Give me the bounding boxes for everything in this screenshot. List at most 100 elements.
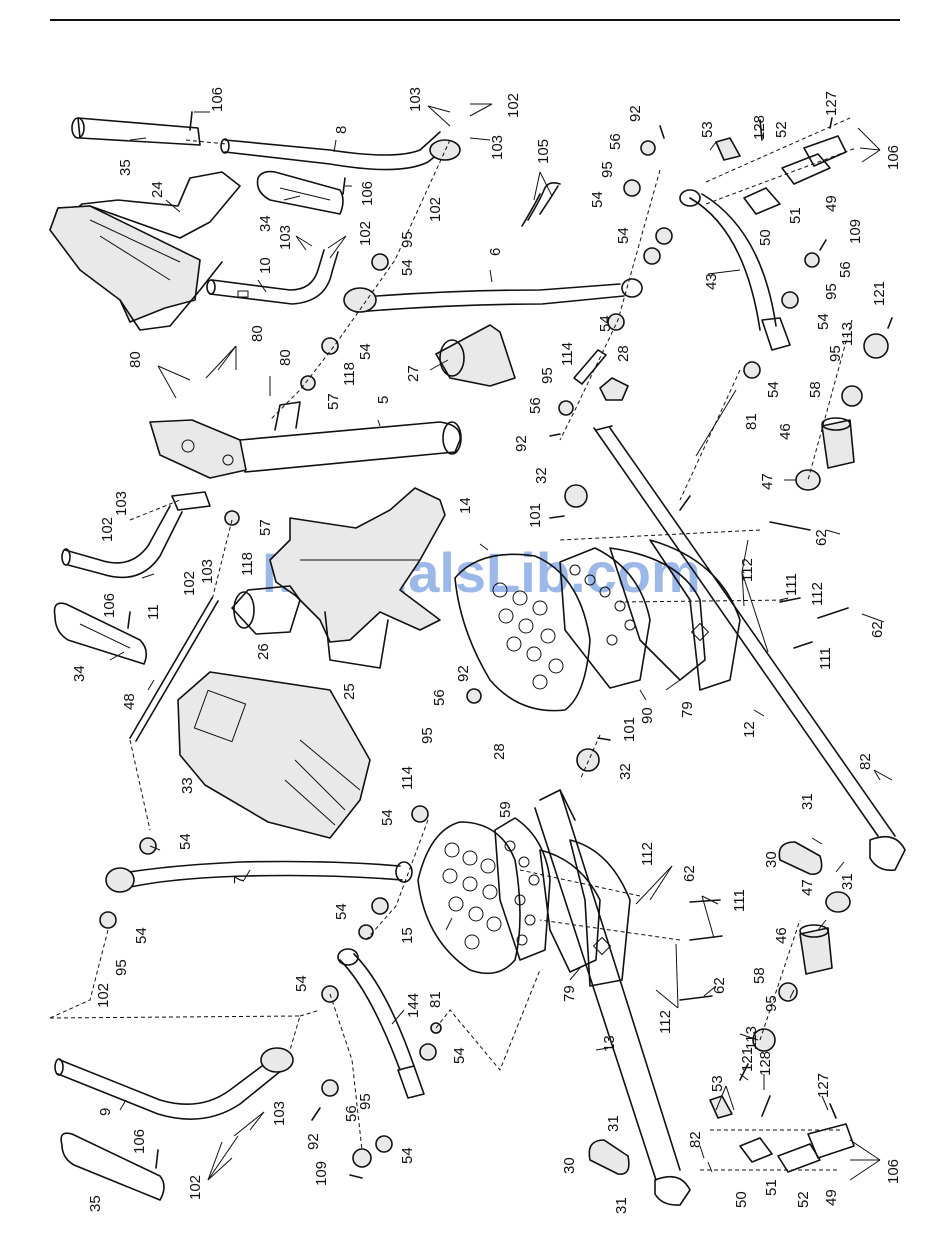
- label-31: 31: [839, 873, 856, 890]
- arm-tube-144: [337, 948, 425, 1099]
- label-14: 14: [457, 497, 474, 514]
- label-57: 57: [325, 393, 342, 410]
- label-82: 82: [687, 1131, 704, 1148]
- label-54: 54: [815, 313, 832, 330]
- label-95: 95: [827, 345, 844, 362]
- label-106: 106: [885, 145, 902, 170]
- pedal-pad-90: [559, 547, 651, 689]
- label-30: 30: [763, 851, 780, 868]
- label-54: 54: [615, 227, 632, 244]
- label-102: 102: [505, 93, 522, 118]
- label-49: 49: [823, 195, 840, 212]
- label-54: 54: [589, 191, 606, 208]
- label-31: 31: [613, 1197, 630, 1214]
- label-54: 54: [597, 315, 614, 332]
- label-54: 54: [293, 975, 310, 992]
- label-106: 106: [885, 1159, 902, 1184]
- label-54: 54: [133, 927, 150, 944]
- shroud-26: [231, 585, 301, 635]
- label-95: 95: [823, 283, 840, 300]
- label-49: 49: [823, 1189, 840, 1206]
- label-58: 58: [751, 967, 768, 984]
- label-106: 106: [209, 87, 226, 112]
- end-cap-30-top: [778, 841, 823, 875]
- label-112: 112: [657, 1010, 674, 1034]
- grip-cover-34-left: [53, 602, 148, 665]
- label-15: 15: [399, 927, 416, 944]
- label-51: 51: [787, 207, 804, 224]
- label-95: 95: [419, 727, 436, 744]
- label-112: 112: [739, 558, 756, 582]
- label-56: 56: [527, 397, 544, 414]
- label-27: 27: [405, 365, 422, 382]
- label-95: 95: [399, 231, 416, 248]
- label-92: 92: [455, 665, 472, 682]
- frame-body-25: [269, 487, 446, 669]
- label-81: 81: [743, 413, 760, 430]
- label-50: 50: [733, 1191, 750, 1208]
- foot-pedal-15: [417, 821, 521, 975]
- label-111: 111: [783, 573, 800, 596]
- label-48: 48: [121, 693, 138, 710]
- end-cap-30-bottom: [588, 1139, 630, 1175]
- foot-pedal-14: [454, 553, 591, 712]
- axle-114-top: [573, 349, 607, 385]
- label-56: 56: [607, 133, 624, 150]
- label-24: 24: [149, 181, 166, 198]
- label-95: 95: [599, 161, 616, 178]
- label-54: 54: [379, 809, 396, 826]
- arm-tube-6: [343, 278, 643, 313]
- label-11: 11: [145, 604, 162, 620]
- label-46: 46: [777, 423, 794, 440]
- label-102: 102: [95, 983, 112, 1008]
- rail-13: [534, 789, 681, 1181]
- label-52: 52: [795, 1191, 812, 1208]
- label-47: 47: [799, 879, 816, 896]
- label-128: 128: [757, 1051, 774, 1076]
- label-56: 56: [837, 261, 854, 278]
- label-54: 54: [399, 1147, 416, 1164]
- label-35: 35: [87, 1195, 104, 1212]
- wheel-47-bottom: [825, 891, 851, 913]
- label-32: 32: [617, 763, 634, 780]
- stabilizer-rod-48: [129, 597, 219, 742]
- label-103: 103: [407, 87, 424, 112]
- label-80: 80: [277, 349, 294, 366]
- cable-harness-105: [521, 182, 561, 227]
- label-31: 31: [605, 1115, 622, 1132]
- bracket-set-bottom: [709, 1095, 855, 1173]
- label-10: 10: [257, 257, 274, 274]
- label-127: 127: [823, 91, 840, 116]
- console-mount-bracket: [149, 419, 247, 479]
- label-103: 103: [277, 225, 294, 250]
- label-9: 9: [97, 1108, 114, 1116]
- wheel-46-bottom: [799, 924, 833, 975]
- label-92: 92: [513, 435, 530, 452]
- label-95: 95: [357, 1093, 374, 1110]
- wheel-47-top: [795, 469, 821, 491]
- label-103: 103: [199, 559, 216, 584]
- label-114: 114: [559, 342, 576, 366]
- label-80: 80: [249, 325, 266, 342]
- arm-tube-7: [105, 860, 413, 893]
- label-112: 112: [639, 842, 656, 866]
- label-56: 56: [343, 1105, 360, 1122]
- leader-lines: [109, 103, 893, 1181]
- label-82: 82: [857, 753, 874, 770]
- label-54: 54: [177, 833, 194, 850]
- label-102: 102: [427, 197, 444, 222]
- label-109: 109: [847, 219, 864, 244]
- label-46: 46: [773, 927, 790, 944]
- label-58: 58: [807, 381, 824, 398]
- label-95: 95: [113, 959, 130, 976]
- label-103: 103: [489, 135, 506, 160]
- label-112: 112: [809, 582, 826, 606]
- label-33: 33: [179, 777, 196, 794]
- label-113: 113: [839, 322, 856, 346]
- label-54: 54: [399, 259, 416, 276]
- label-92: 92: [627, 105, 644, 122]
- handle-bracket-24: [49, 171, 241, 331]
- label-50: 50: [757, 229, 774, 246]
